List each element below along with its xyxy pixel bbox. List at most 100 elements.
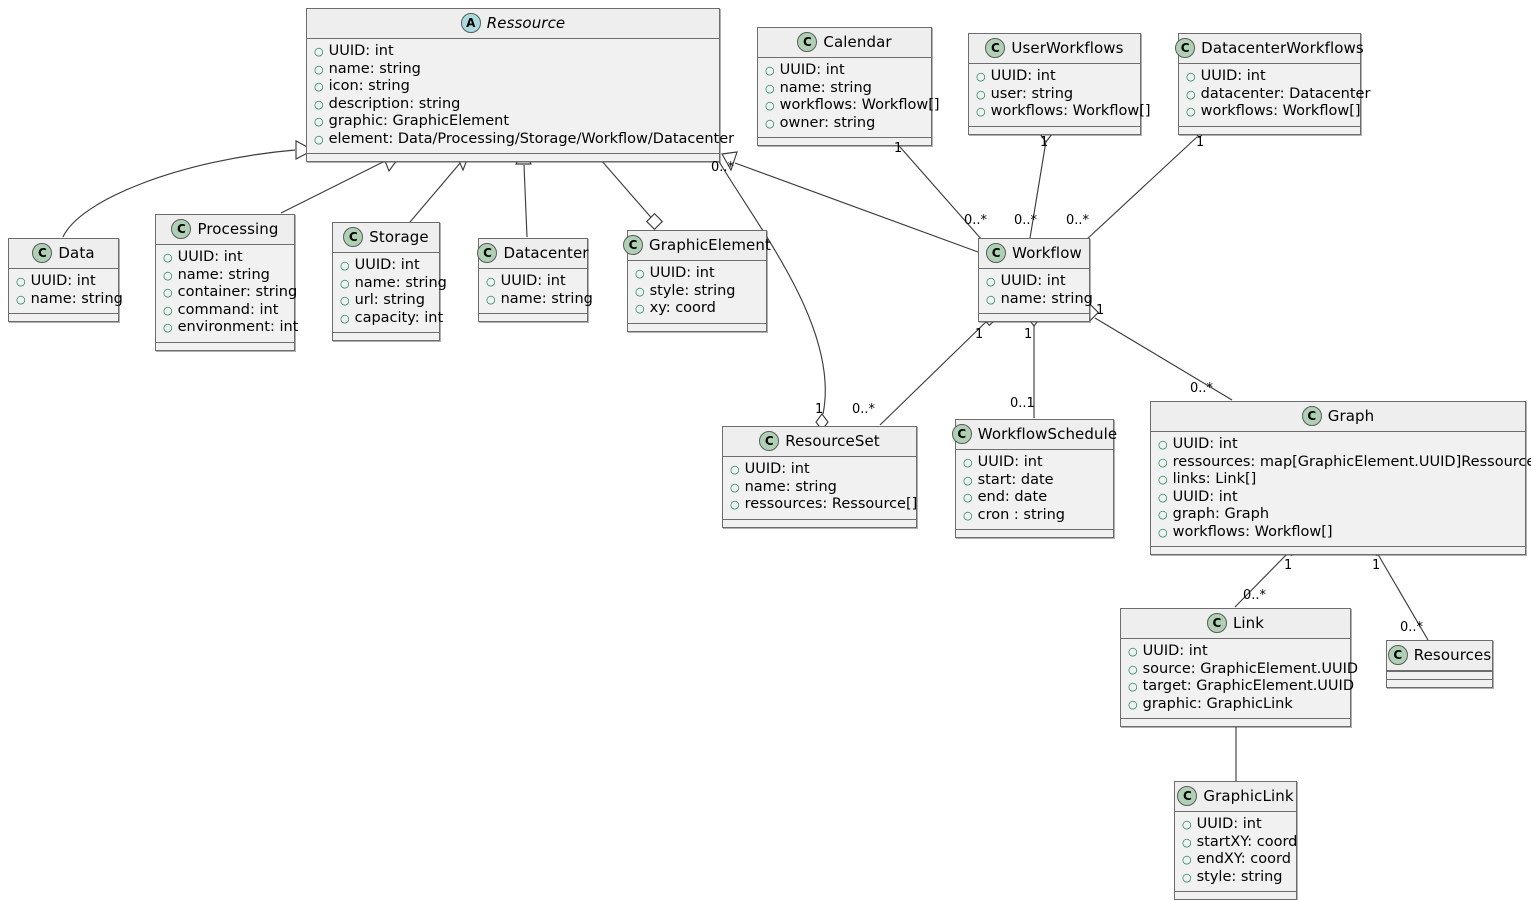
attribute-row: ○name: string xyxy=(340,275,447,293)
attribute-text: container: string xyxy=(177,284,298,300)
attribute-text: url: string xyxy=(354,292,425,308)
attribute-row: ○UUID: int xyxy=(486,273,580,291)
visibility-public-icon: ○ xyxy=(1158,490,1168,504)
attribute-text: links: Link[] xyxy=(1172,471,1257,487)
multiplicity-label: 0..* xyxy=(711,160,735,175)
attribute-text: style: string xyxy=(649,282,736,299)
attribute-row: ○container: string xyxy=(163,284,297,302)
class-stereotype-icon: C xyxy=(1177,786,1198,806)
class-attributes-workflow: ○UUID: int○name: string xyxy=(979,269,1093,313)
class-methods-datacenterworkflows xyxy=(1179,125,1360,134)
visibility-public-icon: ○ xyxy=(163,268,173,282)
attribute-text: capacity: int xyxy=(354,309,444,326)
attribute-row: ○name: string xyxy=(730,479,909,497)
attribute-text: name: string xyxy=(354,274,447,291)
attribute-row: ○description: string xyxy=(314,96,712,114)
class-stereotype-icon: C xyxy=(343,227,364,247)
attribute-text: name: string xyxy=(177,266,270,283)
class-name-graphicelement: GraphicElement xyxy=(649,236,771,254)
visibility-public-icon: ○ xyxy=(963,508,973,522)
attribute-text: end: date xyxy=(977,489,1048,505)
attribute-text: UUID: int xyxy=(1000,273,1066,289)
class-methods-storage xyxy=(333,332,439,340)
visibility-public-icon: ○ xyxy=(963,456,973,469)
visibility-public-icon: ○ xyxy=(1128,645,1138,658)
multiplicity-label: 1 xyxy=(1096,303,1105,318)
attribute-row: ○workflows: Workflow[] xyxy=(1158,524,1518,542)
attribute-text: UUID: int xyxy=(990,68,1056,84)
diamond-end-graphicelement xyxy=(645,212,664,231)
attribute-row: ○workflows: Workflow[] xyxy=(765,97,940,115)
edge-ressource-to-graphicelement xyxy=(593,151,656,223)
class-name-resourceset: ResourceSet xyxy=(785,432,880,450)
attribute-text: ressources: Ressource[] xyxy=(744,496,918,512)
visibility-public-icon: ○ xyxy=(163,321,173,334)
attribute-text: UUID: int xyxy=(1172,436,1238,452)
attribute-text: cron : string xyxy=(977,506,1066,523)
visibility-public-icon: ○ xyxy=(1186,70,1196,83)
class-stereotype-icon: C xyxy=(1206,613,1227,633)
class-attributes-graphicelement: ○UUID: int○style: string○xy: coord xyxy=(628,261,766,323)
edge-storage-to-ressource xyxy=(409,161,462,223)
attribute-row: ○style: string xyxy=(635,283,759,301)
visibility-public-icon: ○ xyxy=(1182,835,1192,849)
edge-datacenterworkflows-to-workflow xyxy=(1085,136,1198,241)
visibility-public-icon: ○ xyxy=(16,292,26,306)
multiplicity-label: 1 xyxy=(1040,135,1049,150)
visibility-public-icon: ○ xyxy=(765,81,775,95)
abstract-stereotype-icon: A xyxy=(460,13,481,33)
visibility-public-icon: ○ xyxy=(1128,662,1138,676)
attribute-row: ○endXY: coord xyxy=(1182,851,1291,869)
class-name-storage: Storage xyxy=(369,228,429,246)
attribute-row: ○UUID: int xyxy=(314,43,712,61)
multiplicity-label: 1 xyxy=(1196,135,1205,150)
attribute-row: ○ name: string xyxy=(163,267,287,285)
class-stereotype-icon: C xyxy=(1301,406,1322,426)
attribute-row: ○ cron : string xyxy=(963,507,1106,525)
class-methods-link xyxy=(1121,718,1350,726)
attribute-text: style: string xyxy=(1196,868,1283,885)
class-attributes-graph: ○UUID: int○ressources: map[GraphicElemen… xyxy=(1151,432,1531,546)
visibility-public-icon: ○ xyxy=(314,62,324,76)
visibility-public-icon: ○ xyxy=(1182,870,1192,884)
attribute-row: ○end: date xyxy=(963,489,1106,507)
visibility-public-icon: ○ xyxy=(976,87,986,101)
class-name-userworkflows: UserWorkflows xyxy=(1011,39,1124,57)
class-methods-processing xyxy=(156,341,294,350)
attribute-text: UUID: int xyxy=(1172,488,1238,505)
attribute-row: ○UUID: int xyxy=(635,265,759,283)
attribute-text: start: date xyxy=(977,471,1054,488)
edge-processing-to-ressource xyxy=(280,159,388,214)
attribute-text: UUID: int xyxy=(328,43,394,59)
attribute-row: ○ UUID: int xyxy=(1158,489,1518,507)
visibility-public-icon: ○ xyxy=(1158,525,1168,539)
visibility-public-icon: ○ xyxy=(765,64,775,77)
multiplicity-label: 0..1 xyxy=(1010,396,1035,411)
attribute-text: name: string xyxy=(744,478,837,495)
multiplicity-label: 1 xyxy=(894,141,903,156)
class-attributes-link: ○UUID: int○source: GraphicElement.UUID○t… xyxy=(1121,639,1358,718)
class-attributes-calendar: ○UUID: int○name: string○workflows: Workf… xyxy=(758,58,940,137)
class-stereotype-icon: C xyxy=(477,243,498,263)
attribute-row: ○start: date xyxy=(963,472,1106,490)
class-methods-graphiclink xyxy=(1175,891,1296,899)
